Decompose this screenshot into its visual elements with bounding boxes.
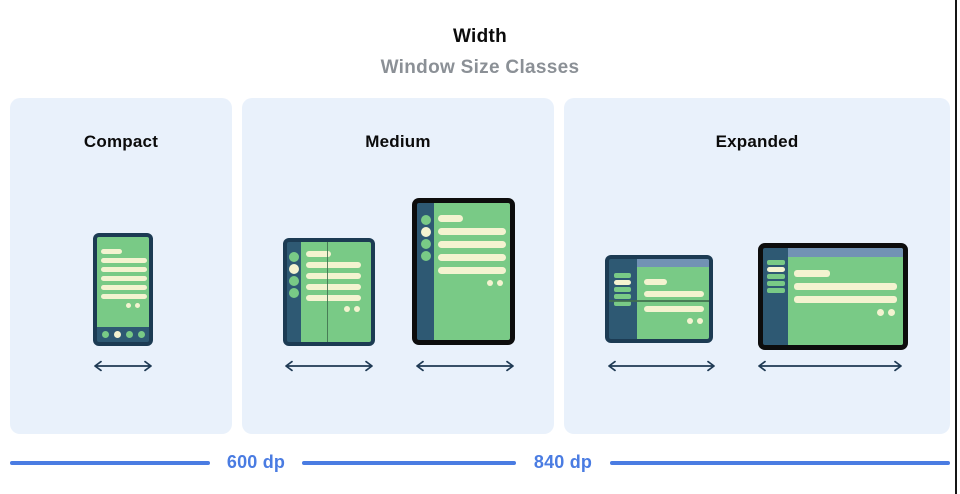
device-screen — [434, 203, 510, 340]
nav-dot-icon — [137, 331, 145, 338]
rail-item — [767, 260, 785, 265]
foldable-landscape-icon — [605, 255, 713, 343]
device-screen — [637, 259, 709, 339]
content-line — [306, 295, 361, 301]
panel-medium: Medium — [242, 98, 554, 434]
content-line — [101, 276, 147, 281]
rail-dot-icon — [289, 252, 299, 262]
nav-dot-icon — [125, 331, 133, 338]
dot-icon — [687, 318, 693, 324]
content-line — [438, 254, 506, 261]
tablet-landscape-icon — [758, 243, 908, 350]
nav-rail — [417, 203, 434, 340]
dot-icon — [344, 306, 350, 312]
rail-item — [614, 294, 631, 299]
dot-icon — [354, 306, 360, 312]
size-class-label-compact: Compact — [83, 132, 159, 151]
breakpoint-label-840dp: 840 dp — [533, 452, 593, 472]
rail-item — [767, 274, 785, 279]
rail-item — [614, 273, 631, 278]
content-line — [306, 284, 361, 290]
tablet-portrait-icon — [412, 198, 515, 345]
content-line — [101, 258, 147, 263]
device-screen — [301, 242, 371, 342]
action-dots — [306, 306, 371, 312]
content-line — [644, 291, 704, 297]
content-line — [794, 296, 897, 303]
action-dots — [438, 280, 510, 286]
dot-icon — [888, 309, 895, 316]
breakpoint-label-600dp: 600 dp — [226, 452, 286, 472]
diagram-header: Width Window Size Classes — [0, 0, 960, 79]
content-line — [438, 241, 506, 248]
width-arrow-icon — [94, 360, 152, 372]
dot-icon — [877, 309, 884, 316]
content-line — [644, 279, 667, 285]
rail-item — [767, 281, 785, 286]
foldable-portrait-icon — [283, 238, 375, 346]
width-arrow-icon — [416, 360, 514, 372]
action-dots — [644, 318, 709, 324]
rail-item — [614, 287, 631, 292]
screen-content — [637, 267, 709, 324]
width-arrow-icon — [608, 360, 715, 372]
ruler-segment — [10, 461, 210, 465]
nav-dot-icon — [113, 331, 121, 338]
content-line — [438, 228, 506, 235]
dot-icon — [497, 280, 503, 286]
content-line — [306, 273, 361, 279]
nav-rail — [763, 248, 788, 345]
dot-icon — [126, 303, 131, 308]
right-edge-border — [955, 0, 957, 494]
dot-icon — [487, 280, 493, 286]
width-arrow-icon — [758, 360, 902, 372]
page-subtitle: Window Size Classes — [380, 57, 580, 78]
rail-dot-icon — [289, 264, 299, 274]
panel-compact: Compact — [10, 98, 232, 434]
phone-screen — [97, 237, 149, 327]
ruler-segment — [610, 461, 950, 465]
content-line — [101, 294, 147, 299]
content-line — [438, 215, 463, 222]
action-dots — [101, 303, 149, 308]
content-line — [101, 285, 147, 290]
rail-dot-icon — [420, 251, 431, 261]
rail-dot-icon — [289, 276, 299, 286]
nav-rail — [287, 242, 301, 342]
page-title: Width — [452, 26, 508, 47]
rail-dot-icon — [289, 288, 299, 298]
content-line — [101, 267, 147, 272]
content-line — [306, 251, 331, 257]
action-dots — [794, 309, 903, 316]
content-line — [644, 306, 704, 312]
nav-rail — [609, 259, 637, 339]
dot-icon — [697, 318, 703, 324]
app-topbar — [788, 248, 903, 257]
rail-dot-icon — [420, 215, 431, 225]
nav-dot-icon — [101, 331, 109, 338]
width-arrow-icon — [285, 360, 373, 372]
rail-dot-icon — [420, 239, 431, 249]
phone-icon — [93, 233, 153, 346]
rail-dot-icon — [420, 227, 431, 237]
content-line — [794, 283, 897, 290]
content-line — [306, 262, 361, 268]
screen-content — [788, 257, 903, 316]
ruler-segment — [302, 461, 516, 465]
content-line — [101, 249, 122, 254]
device-screen — [788, 248, 903, 345]
content-line — [794, 270, 830, 277]
rail-item — [614, 280, 631, 285]
size-class-label-medium: Medium — [365, 132, 431, 151]
panel-expanded: Expanded — [564, 98, 950, 434]
content-line — [438, 267, 506, 274]
dot-icon — [135, 303, 140, 308]
app-topbar — [637, 259, 709, 267]
rail-item — [767, 267, 785, 272]
rail-item — [614, 301, 631, 306]
rail-item — [767, 288, 785, 293]
size-class-label-expanded: Expanded — [715, 132, 799, 151]
phone-navbar — [97, 327, 149, 342]
